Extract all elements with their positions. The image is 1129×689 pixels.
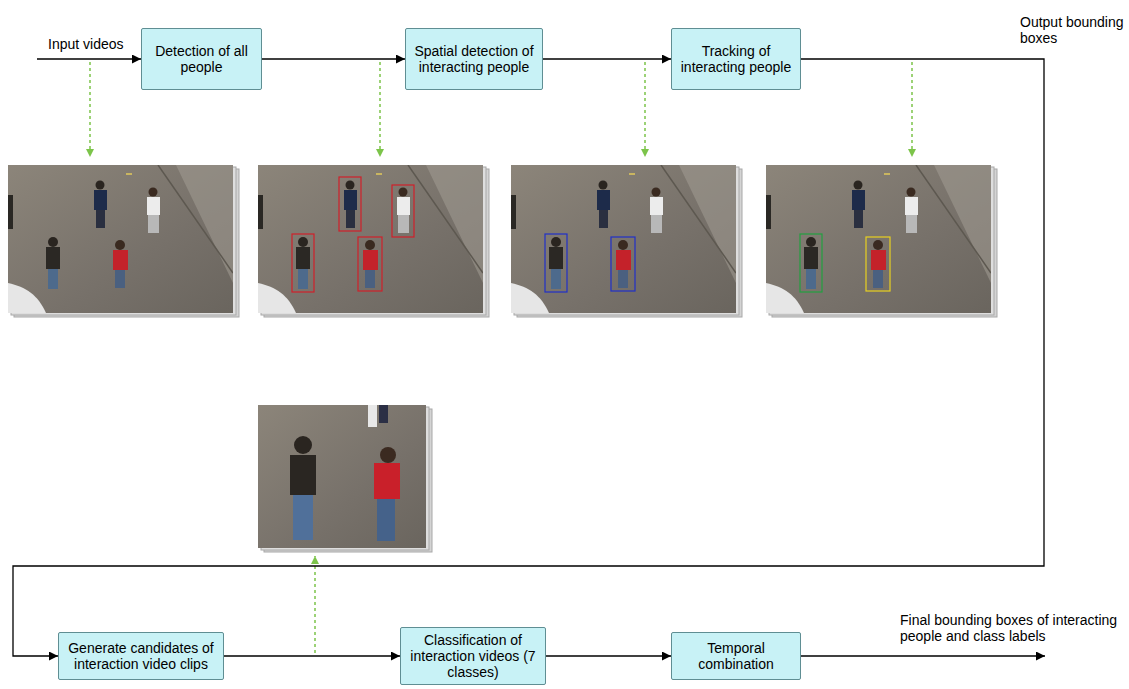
flow-arrow <box>13 59 1044 656</box>
interaction-frame <box>511 165 742 317</box>
flow-label: Output bounding boxes <box>1020 14 1126 46</box>
process-box: Tracking of interacting people <box>671 28 801 90</box>
process-box: Generate candidates of interaction video… <box>58 632 224 680</box>
box-text: Spatial detection of interacting people <box>413 43 535 75</box>
process-box: Temporal combination <box>671 632 801 680</box>
flow-label: Input videos <box>48 36 140 52</box>
input-arrow <box>37 58 141 59</box>
box-text: Tracking of interacting people <box>679 43 793 75</box>
box-text: Detection of all people <box>149 43 254 75</box>
bounding-box <box>545 234 635 292</box>
flow-arrow <box>546 655 671 656</box>
process-box: Classification of interaction videos (7 … <box>400 627 546 685</box>
pointer-arrow <box>90 62 912 653</box>
box-text: Generate candidates of interaction video… <box>66 640 216 672</box>
flow-arrow <box>543 58 671 59</box>
process-box: Spatial detection of interacting people <box>405 28 543 90</box>
flow-arrow <box>262 58 405 59</box>
bounding-box <box>800 234 822 292</box>
video-frame <box>8 165 239 317</box>
process-box: Detection of all people <box>141 28 262 90</box>
box-text: Temporal combination <box>679 640 793 672</box>
clip-frame <box>258 405 432 552</box>
box-text: Classification of interaction videos (7 … <box>408 632 538 680</box>
bounding-box <box>866 237 890 291</box>
output-arrow <box>801 655 1045 656</box>
tracking-frame <box>766 165 997 317</box>
flow-arrow <box>224 655 400 656</box>
detection-frame <box>258 165 489 317</box>
bounding-box <box>292 177 414 292</box>
flow-label: Final bounding boxes of interacting peop… <box>900 612 1126 644</box>
